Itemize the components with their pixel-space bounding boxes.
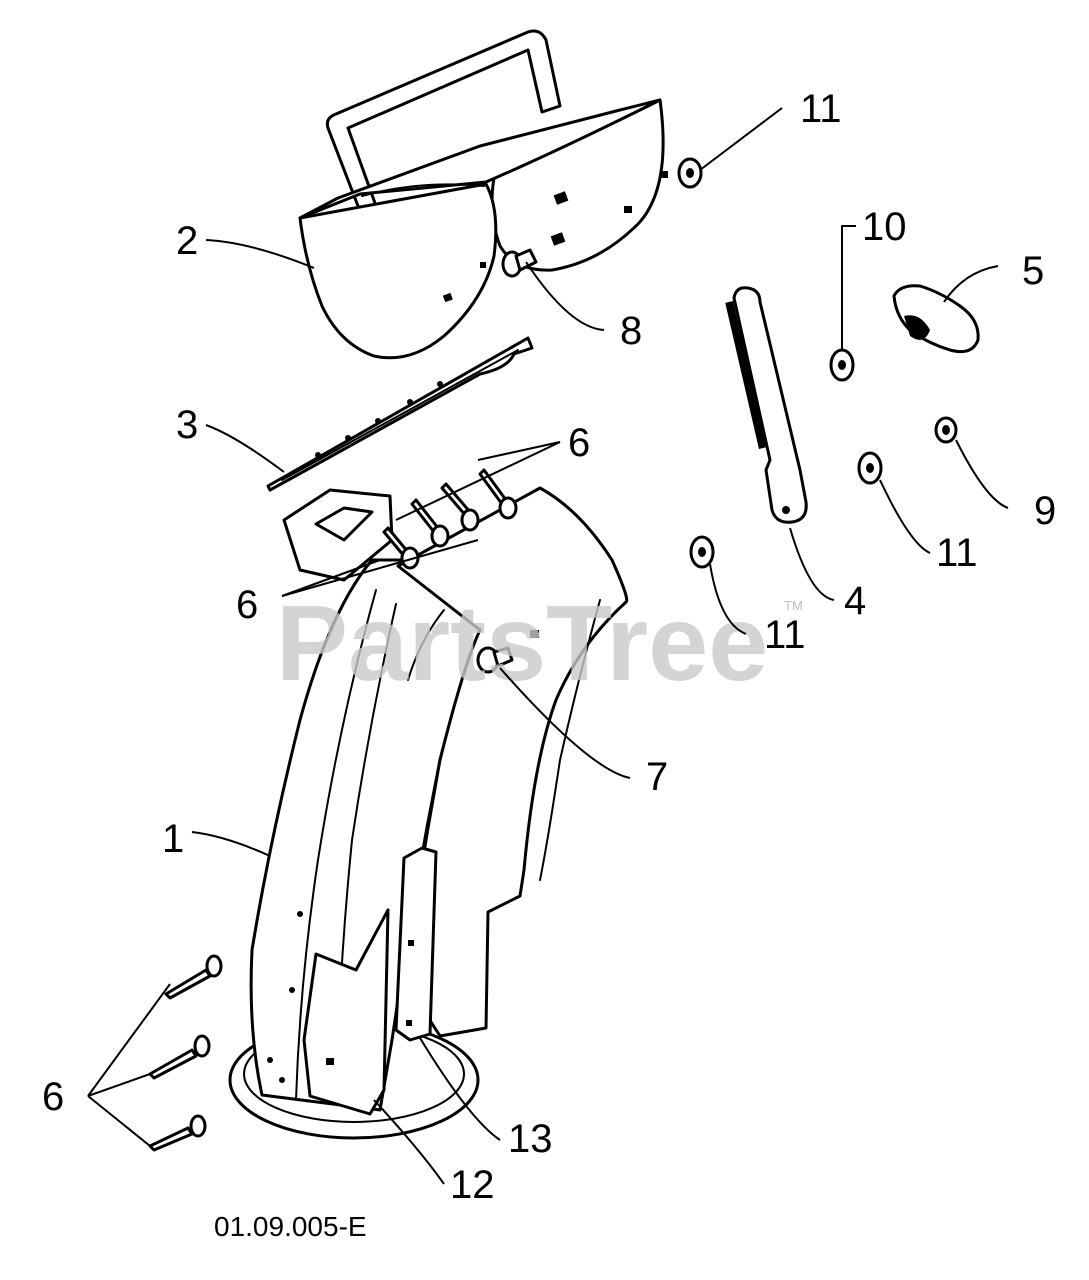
part-13-bracket bbox=[394, 846, 438, 1042]
callouts: 2 3 1 4 5 6 6 6 7 8 9 10 11 11 11 12 13 bbox=[42, 87, 1056, 1207]
callout-4: 4 bbox=[844, 579, 866, 623]
part-3-strip bbox=[266, 336, 534, 492]
callout-6-bottom: 6 bbox=[42, 1075, 64, 1119]
part-4-bracket bbox=[725, 286, 808, 524]
part-1-chute bbox=[228, 486, 629, 1140]
watermark-text: PartsTree bbox=[276, 582, 768, 703]
part-6-rivets-bottom bbox=[148, 954, 223, 1152]
leader-lines bbox=[87, 107, 1009, 1185]
callout-7: 7 bbox=[646, 755, 668, 799]
callout-1: 1 bbox=[162, 817, 184, 861]
callout-5: 5 bbox=[1022, 249, 1044, 293]
callout-2: 2 bbox=[176, 219, 198, 263]
callout-12: 12 bbox=[450, 1163, 495, 1207]
part-11-washer-right bbox=[857, 451, 883, 485]
part-6-rivets-top bbox=[382, 468, 518, 570]
part-11-washer-top bbox=[677, 157, 703, 189]
callout-11-right: 11 bbox=[936, 531, 978, 575]
callout-11-top: 11 bbox=[800, 87, 842, 131]
watermark-trademark: TM bbox=[784, 598, 803, 613]
callout-6-top: 6 bbox=[568, 421, 590, 465]
callout-11-mid: 11 bbox=[764, 613, 806, 657]
part-2-deflector bbox=[298, 29, 668, 360]
part-10-washer bbox=[829, 348, 855, 382]
part-8-pin bbox=[501, 248, 538, 278]
part-9-nut bbox=[934, 416, 958, 444]
part-5-knob bbox=[892, 284, 980, 354]
callout-6-mid: 6 bbox=[236, 583, 258, 627]
callout-10: 10 bbox=[862, 205, 907, 249]
callout-9: 9 bbox=[1034, 489, 1056, 533]
figure-code: 01.09.005-E bbox=[214, 1211, 367, 1242]
callout-8: 8 bbox=[620, 309, 642, 353]
callout-3: 3 bbox=[176, 403, 198, 447]
callout-13: 13 bbox=[508, 1117, 553, 1161]
part-11-washer-mid bbox=[689, 535, 715, 569]
part-7-pin bbox=[476, 646, 514, 674]
